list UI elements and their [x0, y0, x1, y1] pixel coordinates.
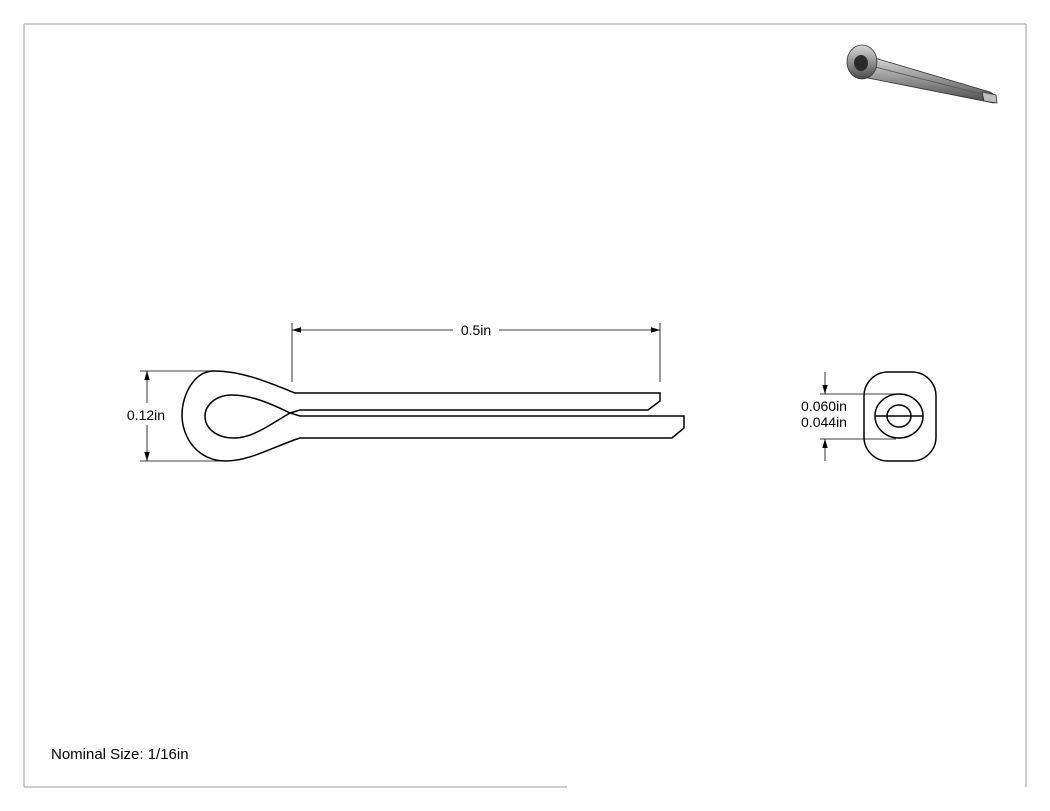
diameter-dimensions: 0.060in 0.044in [801, 372, 896, 461]
end-view [863, 371, 937, 462]
length-dimension: 0.5in [291, 322, 661, 382]
outer-diameter-label: 0.060in [801, 398, 847, 414]
eye-height-dimension: 0.12in [127, 370, 222, 462]
nominal-size-note: Nominal Size: 1/16in [51, 746, 189, 763]
inner-diameter-label: 0.044in [801, 414, 847, 430]
front-view [181, 370, 685, 462]
length-dimension-label: 0.5in [461, 322, 491, 338]
eye-height-label: 0.12in [127, 407, 165, 423]
sheet-border [23, 23, 1027, 788]
isometric-view [846, 44, 998, 104]
